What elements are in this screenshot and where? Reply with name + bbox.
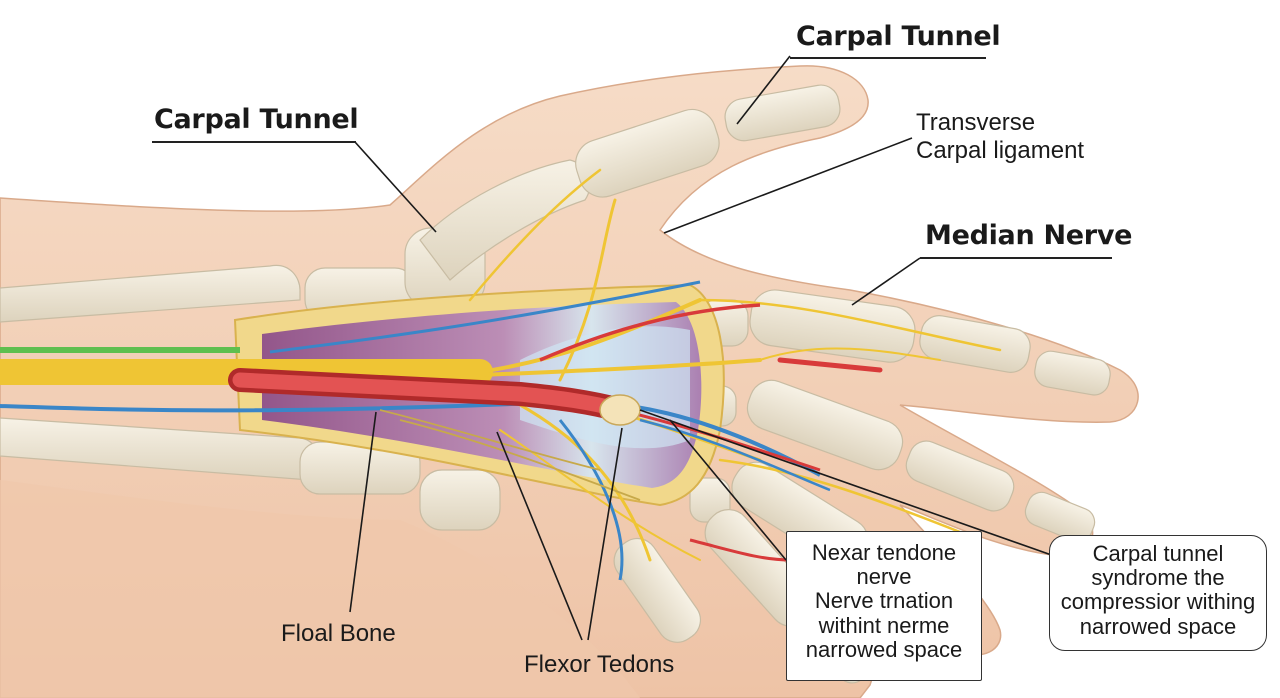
radius-bone <box>0 264 301 323</box>
callout-line: Nerve trnation <box>814 588 954 614</box>
callout-line: narrowed space <box>1079 613 1237 639</box>
carpal-tunnel-label-top: Carpal Tunnel <box>796 21 1001 52</box>
callout-line: narrowed space <box>805 636 963 662</box>
callout-line: Nexar tendone <box>811 540 957 565</box>
callout-line: withint nerme <box>818 612 950 638</box>
callout-line: compressior withing <box>1060 589 1256 615</box>
thumb-bones <box>419 84 841 281</box>
median-nerve-underline <box>920 257 1112 259</box>
transverse-label-line2: Carpal ligament <box>916 137 1085 164</box>
callout-line: syndrome the <box>1091 565 1225 591</box>
carpal-tunnel-syndrome-callout: Carpal tunnel syndrome the compressior w… <box>1049 535 1267 651</box>
leader-lines <box>349 55 1061 641</box>
vein-lines <box>0 399 821 477</box>
nexar-tendone-callout: Nexar tendone nerve Nerve trnation withi… <box>786 531 982 681</box>
flexor-tendon-lines <box>379 409 641 501</box>
callout-line: Carpal tunnel <box>1092 541 1224 566</box>
median-nerve-label: Median Nerve <box>925 220 1133 251</box>
callout-line: nerve <box>856 564 912 590</box>
floal-bone-label: Floal Bone <box>281 620 396 647</box>
carpal-tunnel-left-underline <box>152 141 356 143</box>
flexor-tedons-label: Flexor Tedons <box>524 651 675 678</box>
transverse-label-line1: Transverse <box>916 109 1036 136</box>
carpal-tunnel-top-underline <box>790 57 986 59</box>
carpal-tunnel-label-left: Carpal Tunnel <box>154 104 359 135</box>
